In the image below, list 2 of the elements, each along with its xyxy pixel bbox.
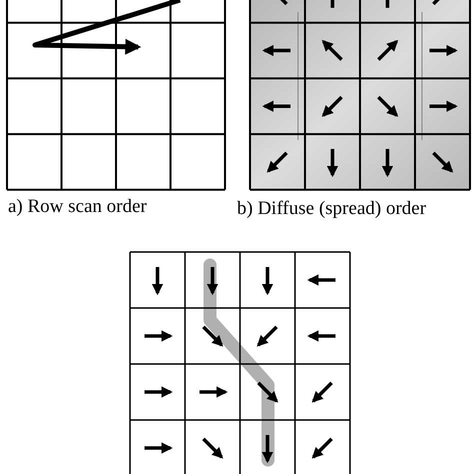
caption-text: b) Diffuse (spread) order bbox=[237, 198, 426, 220]
caption-text: a) Row scan order bbox=[8, 196, 147, 218]
